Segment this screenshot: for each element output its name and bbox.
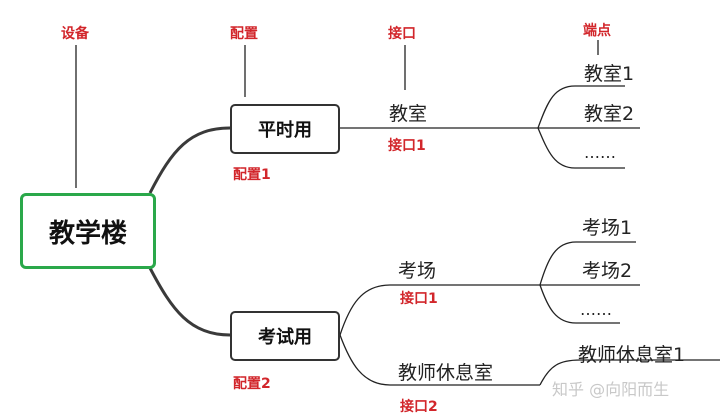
interface-label-exam-room: 考场 [398, 260, 437, 282]
branch-label: 考试用 [258, 327, 312, 348]
endpoint-line-3 [537, 127, 625, 169]
root-to-branch2 [148, 267, 231, 337]
endpoint-line-4 [539, 241, 636, 286]
endpoint-more-1: …… [584, 143, 616, 162]
branch-config-1: 配置1 [233, 167, 271, 183]
branch-node-daily: 平时用 [230, 104, 340, 154]
endpoint-exam-room-1: 考场1 [582, 217, 633, 239]
endpoint-teacher-lounge-1: 教师休息室1 [578, 344, 686, 366]
interface-name: 接口1 [400, 291, 438, 307]
root-label: 教学楼 [48, 218, 127, 249]
watermark: 知乎 @向阳而生 [552, 380, 670, 399]
branch-label: 平时用 [258, 120, 312, 141]
endpoint-exam-room-2: 考场2 [582, 260, 633, 282]
legend-config: 配置 [230, 26, 258, 42]
branch2-interface-line-1 [339, 284, 540, 336]
interface-name: 接口2 [400, 399, 438, 415]
interface-name: 接口1 [388, 138, 426, 154]
endpoint-line-1 [537, 85, 625, 129]
legend-interface: 接口 [388, 26, 416, 42]
root-to-branch1 [148, 126, 231, 194]
legend-device: 设备 [61, 26, 89, 42]
legend-endpoint: 端点 [583, 23, 611, 39]
branch-config-2: 配置2 [233, 376, 271, 392]
interface-label-teacher-lounge: 教师休息室 [398, 362, 494, 384]
endpoint-line-6 [539, 284, 620, 324]
endpoint-classroom-1: 教室1 [584, 63, 635, 85]
endpoint-classroom-2: 教室2 [584, 103, 635, 125]
branch2-interface-line-2 [339, 334, 540, 386]
branch-node-exam: 考试用 [230, 311, 340, 361]
root-node: 教学楼 [20, 193, 156, 269]
interface-label-classroom: 教室 [389, 103, 428, 125]
endpoint-more-2: …… [580, 300, 612, 319]
endpoint-line-7 [539, 359, 720, 386]
